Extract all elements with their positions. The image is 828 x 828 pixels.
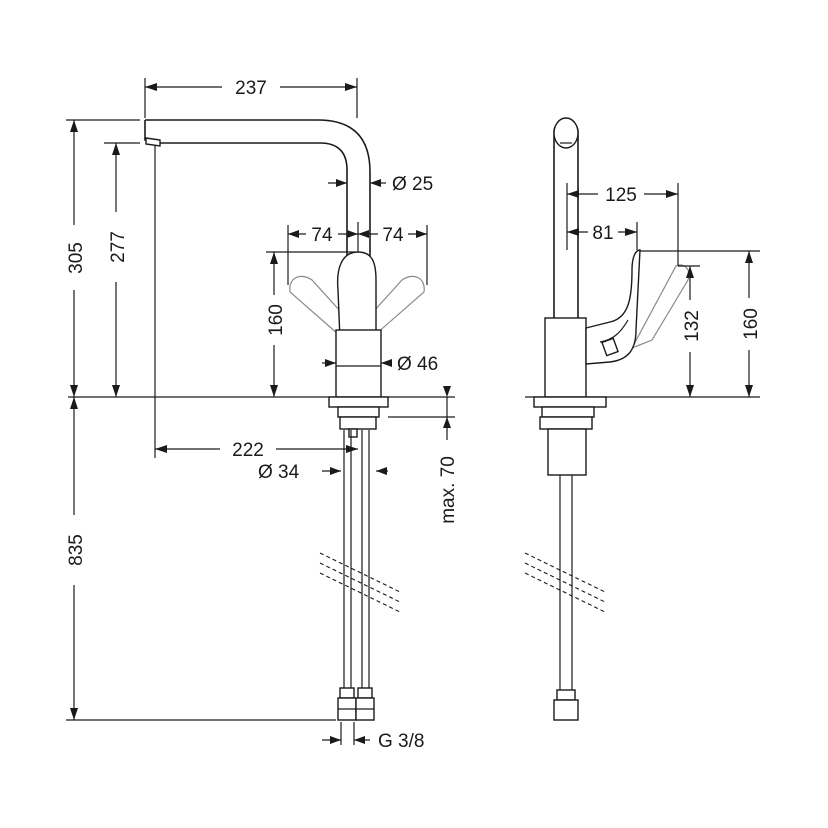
arrow-835-bottom (70, 708, 78, 720)
arrow-160f-top (270, 252, 278, 264)
connector-right-top (357, 687, 373, 699)
label-74-right: 74 (382, 225, 404, 246)
arrow-25-right (370, 179, 381, 187)
arrow-70-top (443, 386, 451, 397)
side-connector-nut (553, 699, 579, 721)
break-mark-3 (319, 572, 401, 613)
side-lever-ghost (630, 264, 690, 350)
side-spout-column (553, 119, 579, 318)
side-faucet-body (544, 317, 587, 398)
break-mark-1 (319, 552, 401, 593)
arrow-237-right (345, 83, 357, 91)
arrow-25-left (336, 179, 347, 187)
base-collar (337, 406, 380, 418)
arrow-46-left (325, 359, 336, 367)
arrow-81-left (567, 228, 579, 236)
arrow-34-left (330, 467, 341, 475)
arrow-160s-bottom (745, 385, 753, 397)
label-132: 132 (682, 310, 703, 342)
label-34: Ø 34 (258, 462, 300, 483)
side-break-mark-1 (524, 552, 606, 593)
label-46: Ø 46 (397, 354, 438, 375)
label-835: 835 (66, 534, 87, 566)
side-connector-top (556, 689, 576, 701)
arrow-34-right (376, 467, 387, 475)
side-base-plate (533, 396, 607, 408)
side-base-collar (541, 406, 595, 418)
label-81: 81 (592, 223, 613, 244)
spout-outer (145, 119, 371, 330)
spout-inner (160, 142, 348, 330)
label-237: 237 (235, 78, 267, 99)
side-lever (585, 249, 641, 365)
arrow-277-bottom (112, 385, 120, 397)
label-160-front: 160 (266, 304, 287, 336)
arrow-74l-right (347, 230, 358, 238)
label-277: 277 (108, 231, 129, 263)
arrow-g38-right (354, 736, 365, 744)
side-break-mark-3 (524, 572, 606, 613)
label-g38: G 3/8 (378, 731, 424, 752)
side-spout-top (553, 117, 579, 149)
arrow-g38-left (330, 736, 341, 744)
label-125: 125 (605, 185, 637, 206)
arrow-277-top (112, 143, 120, 155)
mounting-nut (339, 416, 377, 430)
aerator (145, 137, 161, 147)
side-break-mark-2 (524, 562, 606, 603)
arrow-160f-bottom (270, 385, 278, 397)
base-plate (328, 396, 389, 408)
arrow-305-bottom (70, 385, 78, 397)
label-25: Ø 25 (392, 174, 433, 195)
arrow-125-left (567, 190, 579, 198)
arrow-132-top (686, 266, 694, 278)
side-lever-curve (599, 319, 629, 343)
arrow-835-top (70, 397, 78, 409)
label-74-left: 74 (311, 225, 333, 246)
label-305: 305 (66, 242, 87, 274)
arrow-125-right (666, 190, 678, 198)
arrow-70-bottom (443, 417, 451, 428)
side-mounting-nut (539, 416, 593, 430)
arrow-132-bottom (686, 385, 694, 397)
arrow-237-left (145, 83, 157, 91)
arrow-74r-left (358, 230, 369, 238)
faucet-body (335, 329, 382, 398)
label-70: max. 70 (438, 456, 459, 524)
arrow-81-right (625, 228, 637, 236)
arrow-305-top (70, 120, 78, 132)
label-160-side: 160 (741, 308, 762, 340)
arrow-160s-top (745, 251, 753, 263)
arrow-74r-right (416, 230, 427, 238)
label-222: 222 (232, 440, 264, 461)
side-shank (547, 428, 587, 476)
arrow-222-left (155, 445, 167, 453)
arrow-46-right (381, 359, 392, 367)
side-lever-pivot (601, 337, 619, 357)
shank-stub (348, 428, 358, 438)
break-mark-2 (319, 562, 401, 603)
connector-left-top (339, 687, 355, 699)
front-view: 237 305 277 Ø 25 74 74 (66, 78, 459, 752)
side-view: 125 81 132 160 (524, 117, 762, 721)
arrow-74l-left (288, 230, 299, 238)
arrow-222-right (346, 445, 358, 453)
